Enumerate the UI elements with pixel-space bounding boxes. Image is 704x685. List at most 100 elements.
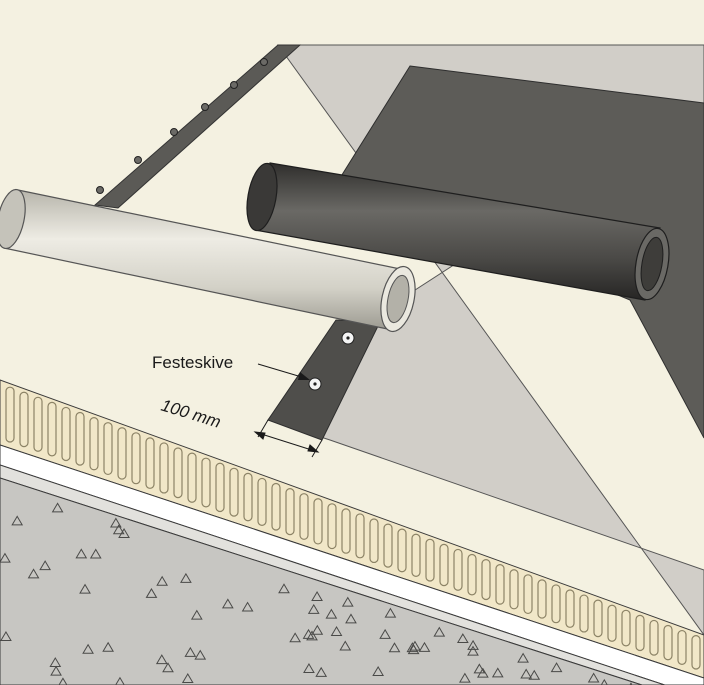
aggregate-mark bbox=[194, 649, 207, 660]
fastener-washer-icon bbox=[96, 186, 104, 194]
aggregate-mark bbox=[550, 662, 563, 673]
aggregate-mark bbox=[476, 667, 489, 678]
fiber-loop bbox=[663, 624, 673, 661]
aggregate-mark bbox=[384, 607, 397, 618]
fiber-loop bbox=[131, 432, 141, 485]
aggregate-mark bbox=[112, 524, 125, 535]
fiber-loop bbox=[201, 457, 211, 508]
fiber-loop bbox=[369, 518, 379, 564]
fiber-loop bbox=[215, 462, 225, 513]
concrete-deck bbox=[0, 477, 704, 685]
fiber-loop bbox=[257, 477, 267, 526]
fiber-loop bbox=[411, 533, 421, 577]
fiber-loop bbox=[117, 427, 127, 480]
aggregate-mark bbox=[379, 628, 391, 639]
aggregate-mark bbox=[181, 672, 194, 683]
insulation-side bbox=[0, 379, 704, 679]
aggregate-mark bbox=[82, 643, 94, 654]
aggregate-mark bbox=[57, 677, 69, 685]
aggregate-mark bbox=[372, 665, 384, 676]
aggregate-mark bbox=[184, 646, 197, 657]
fiber-loop bbox=[537, 579, 547, 619]
fiber-loop bbox=[75, 411, 85, 466]
fiber-loop bbox=[19, 391, 29, 448]
aggregate-mark bbox=[473, 663, 486, 674]
fastener-washer-icon bbox=[201, 103, 209, 111]
aggregate-mark bbox=[520, 668, 533, 679]
fiber-loop bbox=[635, 614, 645, 652]
fiber-loop bbox=[523, 574, 533, 615]
aggregate-mark bbox=[341, 596, 354, 607]
fiber-loop bbox=[481, 558, 491, 601]
aggregate-mark bbox=[409, 640, 421, 651]
fiber-loop bbox=[649, 619, 659, 656]
fiber-loop bbox=[103, 422, 113, 476]
fiber-loop bbox=[187, 452, 197, 503]
strip-washers bbox=[308, 331, 355, 391]
aggregate-mark bbox=[118, 527, 130, 538]
fiber-loop bbox=[285, 487, 295, 536]
aggregate-mark bbox=[278, 583, 290, 594]
aggregate-mark bbox=[109, 517, 122, 528]
fastener-washer-icon bbox=[170, 128, 178, 136]
aggregate-mark bbox=[467, 639, 479, 650]
fiber-loop bbox=[47, 401, 57, 457]
fiber-loop bbox=[341, 508, 351, 554]
fastener-washer-icon bbox=[230, 81, 238, 89]
fiber-loop bbox=[467, 553, 477, 596]
fastener-leader-line bbox=[257, 363, 306, 379]
fiber-loop bbox=[509, 569, 519, 610]
concrete-aggregate bbox=[0, 502, 668, 685]
fastener-leader-arrow bbox=[298, 372, 310, 380]
fiber-loop bbox=[229, 467, 239, 517]
aggregate-mark bbox=[289, 632, 302, 643]
aggregate-mark bbox=[517, 652, 529, 663]
fiber-loop bbox=[593, 599, 603, 638]
fiber-loop bbox=[383, 523, 393, 568]
aggregate-mark bbox=[79, 583, 91, 594]
aggregate-mark bbox=[162, 662, 174, 673]
aggregate-mark bbox=[221, 598, 234, 609]
aggregate-mark bbox=[491, 667, 504, 678]
fiber-loop bbox=[5, 386, 15, 443]
aggregate-mark bbox=[456, 633, 469, 644]
aggregate-mark bbox=[458, 672, 471, 683]
aggregate-mark bbox=[145, 587, 158, 598]
aggregate-mark bbox=[0, 630, 12, 641]
fiber-loop bbox=[439, 543, 449, 587]
fiber-loop bbox=[397, 528, 407, 573]
fiber-loop bbox=[677, 629, 687, 665]
aggregate-mark bbox=[114, 676, 126, 685]
aggregate-mark bbox=[433, 626, 446, 637]
aggregate-mark bbox=[0, 552, 11, 563]
aggregate-mark bbox=[49, 657, 62, 668]
aggregate-mark bbox=[89, 548, 102, 559]
fiber-loop bbox=[579, 594, 589, 633]
aggregate-mark bbox=[339, 640, 352, 651]
aggregate-mark bbox=[311, 624, 324, 635]
aggregate-mark bbox=[51, 502, 64, 513]
fiber-loop bbox=[159, 442, 169, 494]
aggregate-mark bbox=[11, 515, 24, 526]
fiber-loop bbox=[61, 406, 71, 462]
fiber-loop bbox=[33, 396, 43, 452]
fiber-loop bbox=[607, 604, 617, 642]
aggregate-mark bbox=[315, 666, 328, 677]
aggregate-mark bbox=[155, 654, 168, 665]
aggregate-mark bbox=[190, 609, 203, 620]
aggregate-mark bbox=[50, 665, 62, 676]
aggregate-mark bbox=[303, 662, 315, 673]
fastener-washer-icon bbox=[134, 156, 142, 164]
aggregate-mark bbox=[587, 672, 600, 683]
aggregate-mark bbox=[388, 642, 401, 653]
fiber-loop bbox=[327, 503, 337, 550]
insulation-fibers bbox=[5, 386, 701, 670]
aggregate-mark bbox=[241, 601, 254, 612]
dark-membrane-roll bbox=[246, 162, 670, 301]
fastener-washer-icon bbox=[260, 58, 268, 66]
fiber-loop bbox=[691, 635, 701, 670]
aggregate-mark bbox=[306, 630, 318, 641]
fiber-loop bbox=[89, 416, 99, 471]
fiber-loop bbox=[299, 493, 309, 540]
